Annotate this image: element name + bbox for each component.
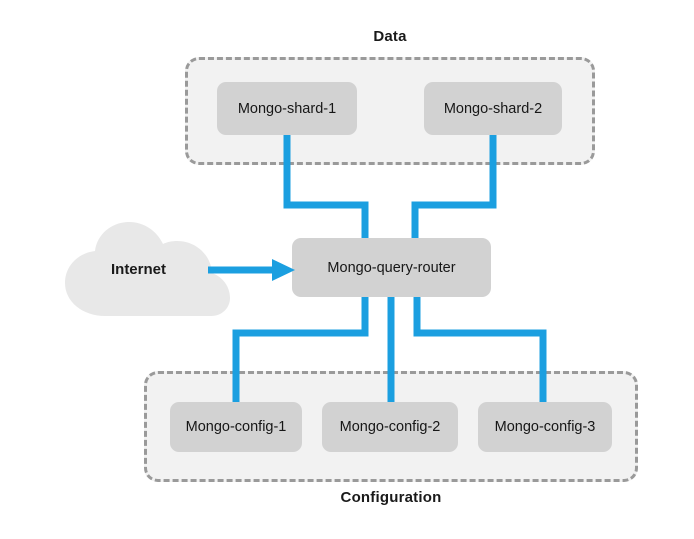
node-mongo-shard-1[interactable]: Mongo-shard-1 [217, 82, 357, 135]
configuration-group-caption: Configuration [340, 489, 442, 506]
node-mongo-config-2[interactable]: Mongo-config-2 [322, 402, 458, 452]
cloud-label-internet: Internet [110, 261, 166, 278]
data-group-caption: Data [373, 28, 407, 45]
node-mongo-config-3[interactable]: Mongo-config-3 [478, 402, 612, 452]
node-mongo-query-router[interactable]: Mongo-query-router [292, 238, 491, 297]
cloud-icon[interactable] [56, 220, 236, 320]
node-mongo-config-1[interactable]: Mongo-config-1 [170, 402, 302, 452]
node-mongo-shard-2[interactable]: Mongo-shard-2 [424, 82, 562, 135]
